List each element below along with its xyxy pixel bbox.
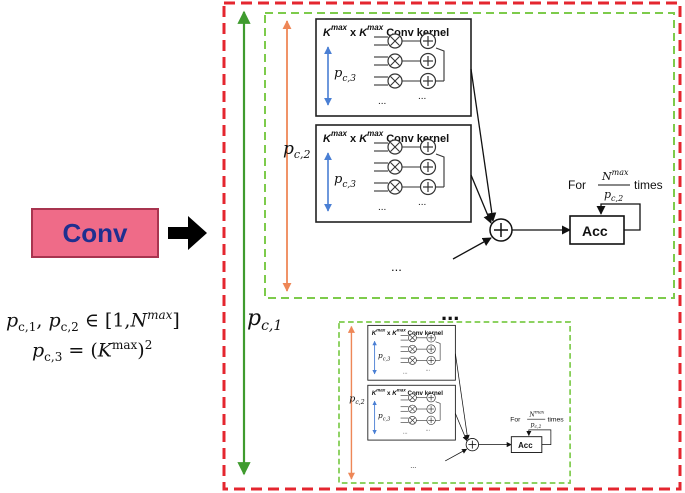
kernel-dots: ... xyxy=(378,202,386,213)
kernel-range-label: pc,3 xyxy=(378,411,390,422)
outer-range-label: pc,1 xyxy=(247,306,282,334)
conv-block: Conv xyxy=(31,208,159,258)
fraction-numerator: Nmax xyxy=(601,168,629,183)
upper-group-border xyxy=(264,12,675,299)
kernel-dots: ... xyxy=(425,367,430,373)
kernel-ellipsis: ... xyxy=(391,259,402,274)
kernel-box: Kmax x Kmax Conv kernelpc,3...... xyxy=(315,18,472,117)
kernel-title: Kmax x Kmax Conv kernel xyxy=(372,387,443,396)
kernel-dots: ... xyxy=(378,96,386,107)
formula-line-1: pc,1, pc,2 ∈ [1,Nmax] xyxy=(6,308,180,335)
right-arrow-icon xyxy=(168,216,207,250)
for-label: For xyxy=(510,416,521,423)
kernel-dots: ... xyxy=(418,197,426,208)
lower-group-border xyxy=(338,321,571,484)
kernel-title: Kmax x Kmax Conv kernel xyxy=(372,328,443,337)
kernel-dots: ... xyxy=(418,91,426,102)
acc-feedback-arrow xyxy=(596,203,641,231)
times-label: times xyxy=(547,416,564,423)
times-label: times xyxy=(634,178,663,192)
group-ellipsis: ... xyxy=(441,300,459,325)
acc-label: Acc xyxy=(518,441,533,450)
acc-box xyxy=(569,215,625,245)
acc-feedback-arrow xyxy=(526,429,552,445)
formula-line-2: pc,3 = (Kmax)2 xyxy=(32,338,153,365)
conv-label: Conv xyxy=(62,217,128,248)
fraction-denominator: pc,2 xyxy=(604,188,623,203)
kernel-range-label: pc,3 xyxy=(334,172,356,190)
kernel-box: Kmax x Kmax Conv kernelpc,3...... xyxy=(315,124,472,223)
outer-dashed-border xyxy=(222,1,682,491)
kernel-ellipsis: ... xyxy=(410,461,416,470)
kernel-range-label: pc,3 xyxy=(334,66,356,84)
acc-label: Acc xyxy=(582,223,608,239)
kernel-range-label: pc,3 xyxy=(378,351,390,362)
fraction-numerator: Nmax xyxy=(528,411,544,419)
fraction-denominator: pc,2 xyxy=(531,422,542,431)
lower-group-range-label: pc,2 xyxy=(349,394,365,406)
kernel-dots: ... xyxy=(403,369,408,375)
kernel-dots: ... xyxy=(403,429,408,435)
upper-group-range-label: pc,2 xyxy=(283,139,311,161)
kernel-dots: ... xyxy=(425,426,430,432)
kernel-box: Kmax x Kmax Conv kernel pc,3...... xyxy=(367,384,456,441)
for-label: For xyxy=(568,178,586,192)
kernel-box: Kmax x Kmax Conv kernel pc,3...... xyxy=(367,324,456,381)
